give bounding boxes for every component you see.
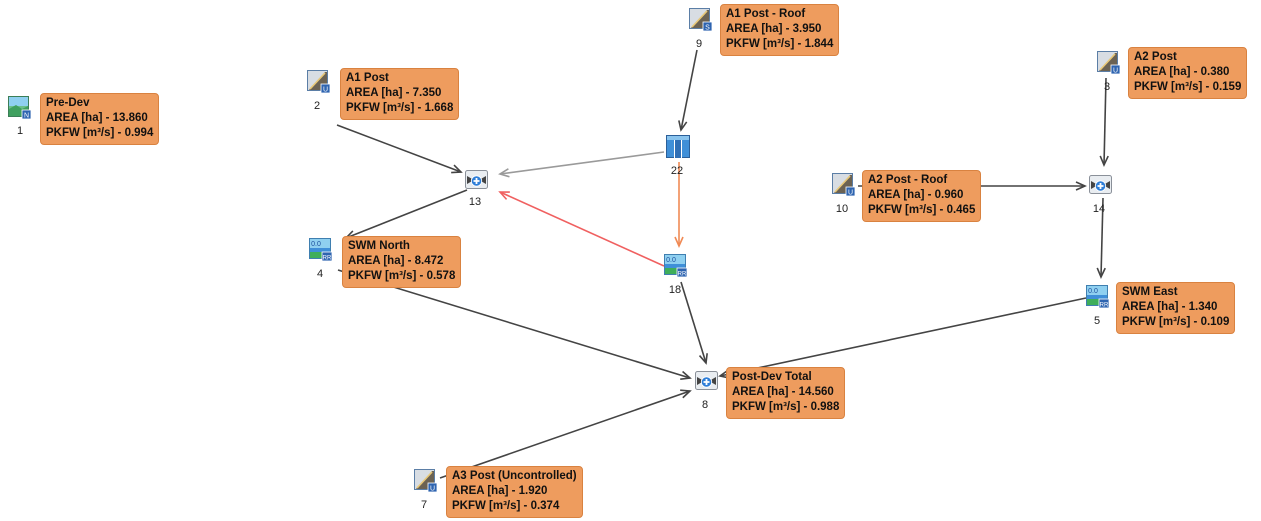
node-number: 7 — [420, 499, 428, 511]
node-area: AREA [ha] - 0.380 — [1134, 66, 1230, 78]
link-3-to-14[interactable] — [1099, 77, 1109, 167]
svg-text:N: N — [24, 113, 29, 120]
node-number: 3 — [1103, 81, 1111, 93]
svg-text:U: U — [1113, 68, 1118, 75]
link-18-to-13[interactable] — [498, 191, 665, 267]
svg-text:S: S — [705, 25, 710, 32]
node-area: AREA [ha] - 8.472 — [348, 255, 444, 267]
node-name: A2 Post - Roof — [868, 174, 948, 186]
node-pkfw: PKFW [m³/s] - 1.844 — [726, 38, 834, 50]
node-pkfw: PKFW [m³/s] - 0.109 — [1122, 316, 1230, 328]
urban-node-icon[interactable]: U — [832, 173, 856, 197]
node-name: A1 Post - Roof — [726, 8, 806, 20]
link-18-to-8[interactable] — [680, 281, 708, 365]
node-pkfw: PKFW [m³/s] - 0.159 — [1134, 81, 1242, 93]
link-7-to-8[interactable] — [439, 389, 692, 479]
node-area: AREA [ha] - 14.560 — [732, 386, 834, 398]
link-2-to-13[interactable] — [336, 124, 463, 174]
node-name: SWM North — [348, 240, 410, 252]
svg-text:U: U — [848, 190, 853, 197]
node-name: A3 Post (Uncontrolled) — [452, 470, 577, 482]
diversion-node-icon[interactable] — [666, 135, 690, 159]
node-pkfw: PKFW [m³/s] - 1.668 — [346, 102, 454, 114]
urban-node-icon[interactable]: U — [414, 469, 438, 493]
svg-text:0.0: 0.0 — [311, 241, 321, 248]
link-4-to-8[interactable] — [337, 269, 692, 380]
node-number: 1 — [16, 125, 24, 137]
node-pkfw: PKFW [m³/s] - 0.465 — [868, 204, 976, 216]
urban-s-node-icon[interactable]: S — [689, 8, 713, 32]
link-14-to-5[interactable] — [1096, 197, 1106, 279]
node-pkfw: PKFW [m³/s] - 0.994 — [46, 127, 154, 139]
urban-node-icon[interactable]: U — [1097, 51, 1121, 75]
node-area: AREA [ha] - 0.960 — [868, 189, 964, 201]
node-number: 14 — [1092, 203, 1106, 215]
node-number: 4 — [316, 268, 324, 280]
node-number: 2 — [313, 100, 321, 112]
svg-text:U: U — [323, 87, 328, 94]
node-name: A1 Post — [346, 72, 389, 84]
node-number: 13 — [468, 196, 482, 208]
node-number: 9 — [695, 38, 703, 50]
link-13-to-4[interactable] — [344, 189, 468, 240]
link-22-to-13[interactable] — [498, 151, 665, 178]
node-pkfw: PKFW [m³/s] - 0.578 — [348, 270, 456, 282]
node-name: Pre-Dev — [46, 97, 90, 109]
svg-text:RR: RR — [1100, 303, 1109, 309]
svg-text:U: U — [430, 486, 435, 493]
node-number: 22 — [670, 165, 684, 177]
link-9-to-22[interactable] — [678, 49, 698, 132]
node-area: AREA [ha] - 1.340 — [1122, 301, 1218, 313]
node-pkfw: PKFW [m³/s] - 0.374 — [452, 500, 560, 512]
node-area: AREA [ha] - 13.860 — [46, 112, 148, 124]
svg-text:RR: RR — [678, 272, 687, 278]
junction-node-icon[interactable] — [465, 168, 489, 192]
node-name: Post-Dev Total — [732, 371, 812, 383]
node-number: 18 — [668, 284, 682, 296]
svg-text:0.0: 0.0 — [1088, 288, 1098, 295]
node-name: SWM East — [1122, 286, 1178, 298]
node-area: AREA [ha] - 3.950 — [726, 23, 822, 35]
svg-text:0.0: 0.0 — [666, 257, 676, 264]
node-pkfw: PKFW [m³/s] - 0.988 — [732, 401, 840, 413]
node-number: 5 — [1093, 315, 1101, 327]
node-area: AREA [ha] - 1.920 — [452, 485, 548, 497]
junction-node-icon[interactable] — [1089, 173, 1113, 197]
node-area: AREA [ha] - 7.350 — [346, 87, 442, 99]
svg-text:RR: RR — [323, 256, 332, 262]
nash-node-icon[interactable]: N — [8, 96, 32, 120]
junction-node-icon[interactable] — [695, 369, 719, 393]
node-number: 8 — [701, 399, 709, 411]
urban-node-icon[interactable]: U — [307, 70, 331, 94]
link-5-to-8[interactable] — [718, 297, 1087, 379]
node-name: A2 Post — [1134, 51, 1177, 63]
node-number: 10 — [835, 203, 849, 215]
